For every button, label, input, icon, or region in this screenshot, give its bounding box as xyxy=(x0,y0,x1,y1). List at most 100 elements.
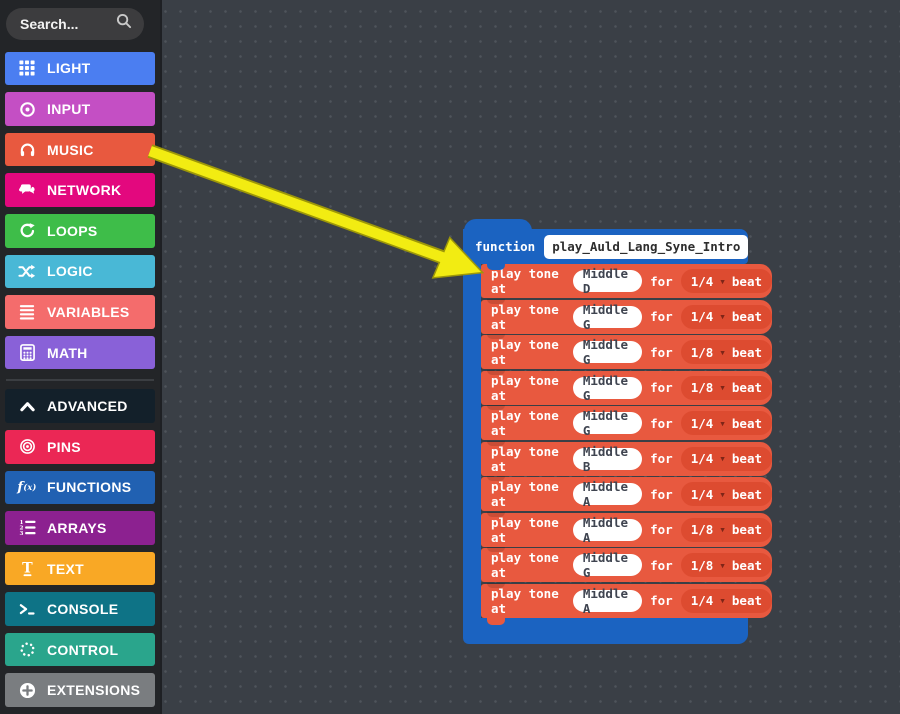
duration-value: 1/4 xyxy=(690,309,714,324)
note-field[interactable]: Middle A xyxy=(572,515,643,545)
note-field[interactable]: Middle G xyxy=(572,373,643,403)
chevron-up-icon xyxy=(16,397,38,415)
duration-dropdown[interactable]: 1/4 ▾ beat xyxy=(680,482,772,506)
sidebar-item-advanced[interactable]: ADVANCED xyxy=(5,389,155,423)
sidebar-item-extensions[interactable]: EXTENSIONS xyxy=(5,673,155,708)
dropdown-caret-icon: ▾ xyxy=(719,310,726,323)
shuffle-icon xyxy=(16,262,38,280)
duration-value: 1/4 xyxy=(690,451,714,466)
function-name-field[interactable]: play_Auld_Lang_Syne_Intro xyxy=(544,234,749,259)
search-icon xyxy=(116,13,132,34)
note-field[interactable]: Middle G xyxy=(572,408,643,438)
play-tone-block[interactable]: play tone at Middle B for 1/4 ▾ beat xyxy=(481,440,772,476)
note-field[interactable]: Middle A xyxy=(572,586,643,616)
grid-icon xyxy=(16,59,38,77)
sidebar-item-logic[interactable]: LOGIC xyxy=(5,254,155,289)
play-tone-block[interactable]: play tone at Middle A for 1/4 ▾ beat xyxy=(481,582,772,625)
beat-label: beat xyxy=(731,415,762,431)
duration-dropdown[interactable]: 1/4 ▾ beat xyxy=(680,269,772,293)
dropdown-caret-icon: ▾ xyxy=(719,381,726,394)
sidebar-item-variables[interactable]: VARIABLES xyxy=(5,295,155,329)
beat-label: beat xyxy=(731,522,762,537)
sidebar-item-label: INPUT xyxy=(47,101,91,117)
dropdown-caret-icon: ▾ xyxy=(719,416,726,430)
beat-label: beat xyxy=(731,273,762,289)
note-field[interactable]: Middle G xyxy=(572,550,643,580)
sidebar-item-label: NETWORK xyxy=(47,182,122,199)
refresh-icon xyxy=(16,222,38,240)
function-block-notch-tab xyxy=(487,262,505,270)
sidebar-item-control[interactable]: CONTROL xyxy=(5,632,155,667)
search-input[interactable] xyxy=(18,14,116,33)
sidebar-item-label: EXTENSIONS xyxy=(47,682,141,699)
toolbox-sidebar: LIGHT INPUT MUSIC xyxy=(0,0,160,714)
block-label: for xyxy=(650,309,673,324)
sidebar-item-label: LOOPS xyxy=(47,222,98,239)
sidebar-item-label: ADVANCED xyxy=(47,398,128,415)
block-label: for xyxy=(650,451,673,466)
sidebar-item-music[interactable]: MUSIC xyxy=(5,132,155,167)
note-field[interactable]: Middle B xyxy=(572,444,643,474)
duration-dropdown[interactable]: 1/4 ▾ beat xyxy=(680,588,772,613)
beat-label: beat xyxy=(731,344,762,360)
note-field[interactable]: Middle G xyxy=(572,337,643,367)
dropdown-caret-icon: ▾ xyxy=(719,487,726,501)
function-keyword: function xyxy=(475,239,536,254)
play-tone-block[interactable]: play tone at Middle G for 1/8 ▾ beat xyxy=(481,334,772,369)
duration-value: 1/8 xyxy=(690,344,714,360)
duration-dropdown[interactable]: 1/8 ▾ beat xyxy=(680,340,772,364)
sidebar-item-input[interactable]: INPUT xyxy=(5,92,155,126)
block-label: play tone at xyxy=(491,479,559,509)
headphones-icon xyxy=(16,141,38,159)
terminal-icon xyxy=(16,600,38,618)
play-tone-block[interactable]: play tone at Middle A for 1/8 ▾ beat xyxy=(481,511,772,547)
play-tone-block[interactable]: play tone at Middle G for 1/4 ▾ beat xyxy=(481,405,772,440)
block-label: play tone at xyxy=(491,337,559,367)
duration-dropdown[interactable]: 1/8 ▾ beat xyxy=(680,553,772,577)
sidebar-item-label: LIGHT xyxy=(47,60,91,77)
sidebar-item-text[interactable]: T TEXT xyxy=(5,551,155,586)
duration-value: 1/4 xyxy=(690,415,714,431)
dropdown-caret-icon: ▾ xyxy=(719,274,726,288)
play-tone-block[interactable]: play tone at Middle A for 1/4 ▾ beat xyxy=(481,476,772,511)
beat-label: beat xyxy=(731,451,762,466)
fx-icon: f(x) xyxy=(17,479,37,495)
play-tone-block[interactable]: play tone at Middle G for 1/4 ▾ beat xyxy=(481,298,772,334)
block-label: for xyxy=(650,522,673,537)
duration-dropdown[interactable]: 1/8 ▾ beat xyxy=(680,517,772,542)
sidebar-item-network[interactable]: NETWORK xyxy=(5,173,155,207)
function-block-footer[interactable] xyxy=(463,618,748,644)
duration-value: 1/8 xyxy=(690,380,714,395)
text-icon: T xyxy=(16,560,38,578)
block-label: for xyxy=(650,380,673,395)
sidebar-item-pins[interactable]: PINS xyxy=(5,429,155,464)
dropdown-caret-icon: ▾ xyxy=(719,452,726,465)
play-tone-block[interactable]: play tone at Middle D for 1/4 ▾ beat xyxy=(481,264,772,298)
note-field[interactable]: Middle G xyxy=(572,302,643,332)
function-block-left-edge[interactable] xyxy=(463,260,481,618)
search-box[interactable] xyxy=(6,8,144,40)
play-tone-block[interactable]: play tone at Middle G for 1/8 ▾ beat xyxy=(481,369,772,405)
note-field[interactable]: Middle A xyxy=(572,479,643,509)
sidebar-item-math[interactable]: MATH xyxy=(5,335,155,370)
sidebar-item-console[interactable]: CONSOLE xyxy=(5,592,155,626)
sidebar-item-label: VARIABLES xyxy=(47,303,130,320)
play-tone-block[interactable]: play tone at Middle G for 1/8 ▾ beat xyxy=(481,547,772,582)
function-block-header[interactable]: function play_Auld_Lang_Syne_Intro xyxy=(463,229,749,264)
sidebar-item-label: LOGIC xyxy=(47,263,93,280)
duration-dropdown[interactable]: 1/8 ▾ beat xyxy=(680,375,772,400)
duration-dropdown[interactable]: 1/4 ▾ beat xyxy=(680,304,772,329)
note-field[interactable]: Middle D xyxy=(572,266,643,296)
lines-icon xyxy=(16,303,38,321)
duration-dropdown[interactable]: 1/4 ▾ beat xyxy=(680,411,772,435)
sidebar-item-label: CONSOLE xyxy=(47,601,119,618)
sidebar-item-light[interactable]: LIGHT xyxy=(5,51,155,86)
duration-dropdown[interactable]: 1/4 ▾ beat xyxy=(680,446,772,471)
sidebar-item-loops[interactable]: LOOPS xyxy=(5,213,155,248)
block-label: play tone at xyxy=(491,443,559,474)
sidebar-item-functions[interactable]: f(x) FUNCTIONS xyxy=(5,470,155,505)
block-label: for xyxy=(650,415,673,431)
sidebar-item-label: TEXT xyxy=(47,560,84,577)
